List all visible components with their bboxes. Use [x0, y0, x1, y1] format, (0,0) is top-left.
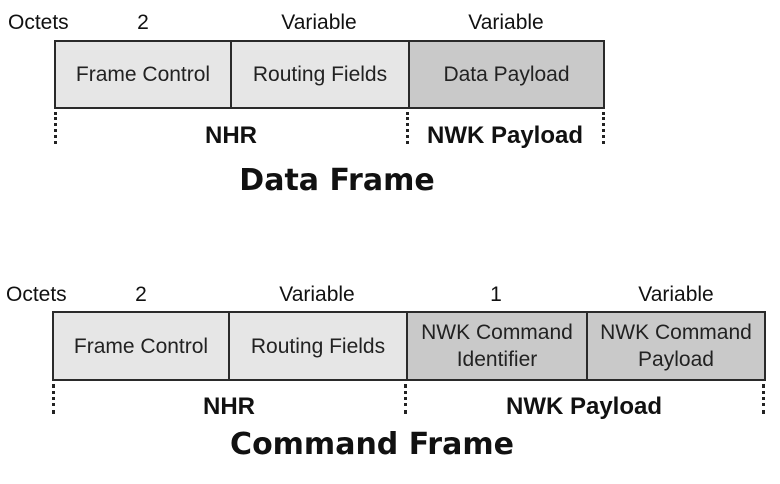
data-frame-divider-left: [54, 112, 57, 144]
command-frame-octets-label: Octets: [6, 283, 67, 306]
data-frame-field-data-payload: Data Payload: [408, 40, 605, 109]
command-frame-field-frame-control: Frame Control: [52, 311, 230, 381]
data-frame-nhr-label: NHR: [205, 122, 257, 149]
data-frame-title: Data Frame: [239, 163, 435, 198]
command-frame-title: Command Frame: [230, 427, 514, 462]
command-frame-size-command-identifier: 1: [490, 283, 502, 306]
command-frame-nhr-label: NHR: [203, 393, 255, 420]
command-frame-field-routing-fields: Routing Fields: [228, 311, 408, 381]
data-frame-divider-middle: [406, 112, 409, 144]
data-frame-field-frame-control: Frame Control: [54, 40, 232, 109]
data-frame-divider-right: [602, 112, 605, 144]
data-frame-size-data-payload: Variable: [468, 11, 544, 34]
command-frame-divider-right: [762, 384, 765, 414]
data-frame-size-frame-control: 2: [137, 11, 149, 34]
data-frame-octets-label: Octets: [8, 11, 69, 34]
data-frame-nwk-payload-label: NWK Payload: [426, 122, 584, 149]
data-frame-field-routing-fields: Routing Fields: [230, 40, 410, 109]
command-frame-nwk-payload-label: NWK Payload: [505, 393, 663, 420]
command-frame-divider-middle: [404, 384, 407, 414]
command-frame-size-command-payload: Variable: [638, 283, 714, 306]
data-frame-size-routing-fields: Variable: [281, 11, 357, 34]
command-frame-field-command-payload: NWK Command Payload: [586, 311, 766, 381]
command-frame-field-command-identifier: NWK Command Identifier: [406, 311, 588, 381]
command-frame-size-frame-control: 2: [135, 283, 147, 306]
command-frame-divider-left: [52, 384, 55, 414]
command-frame-size-routing-fields: Variable: [279, 283, 355, 306]
